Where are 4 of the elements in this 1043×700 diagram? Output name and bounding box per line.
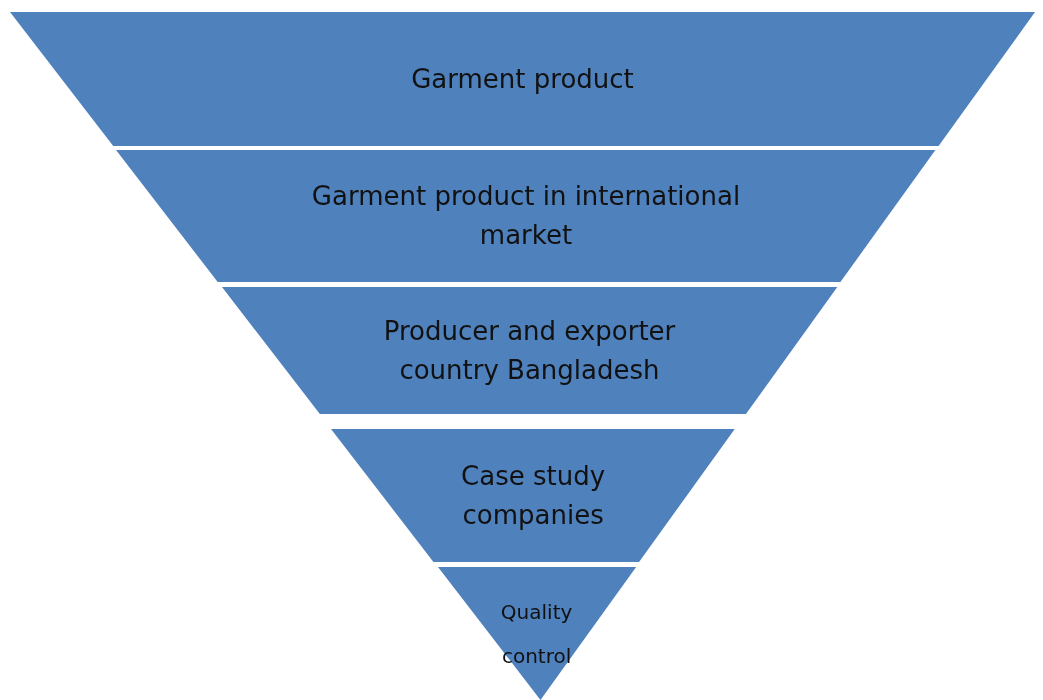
tier-label: Garment product — [411, 62, 634, 96]
tier-label: Producer and exporter country Bangladesh — [382, 314, 677, 387]
tier-label: Case study companies — [460, 459, 607, 532]
tier-label: Garment product in international market — [310, 180, 742, 252]
